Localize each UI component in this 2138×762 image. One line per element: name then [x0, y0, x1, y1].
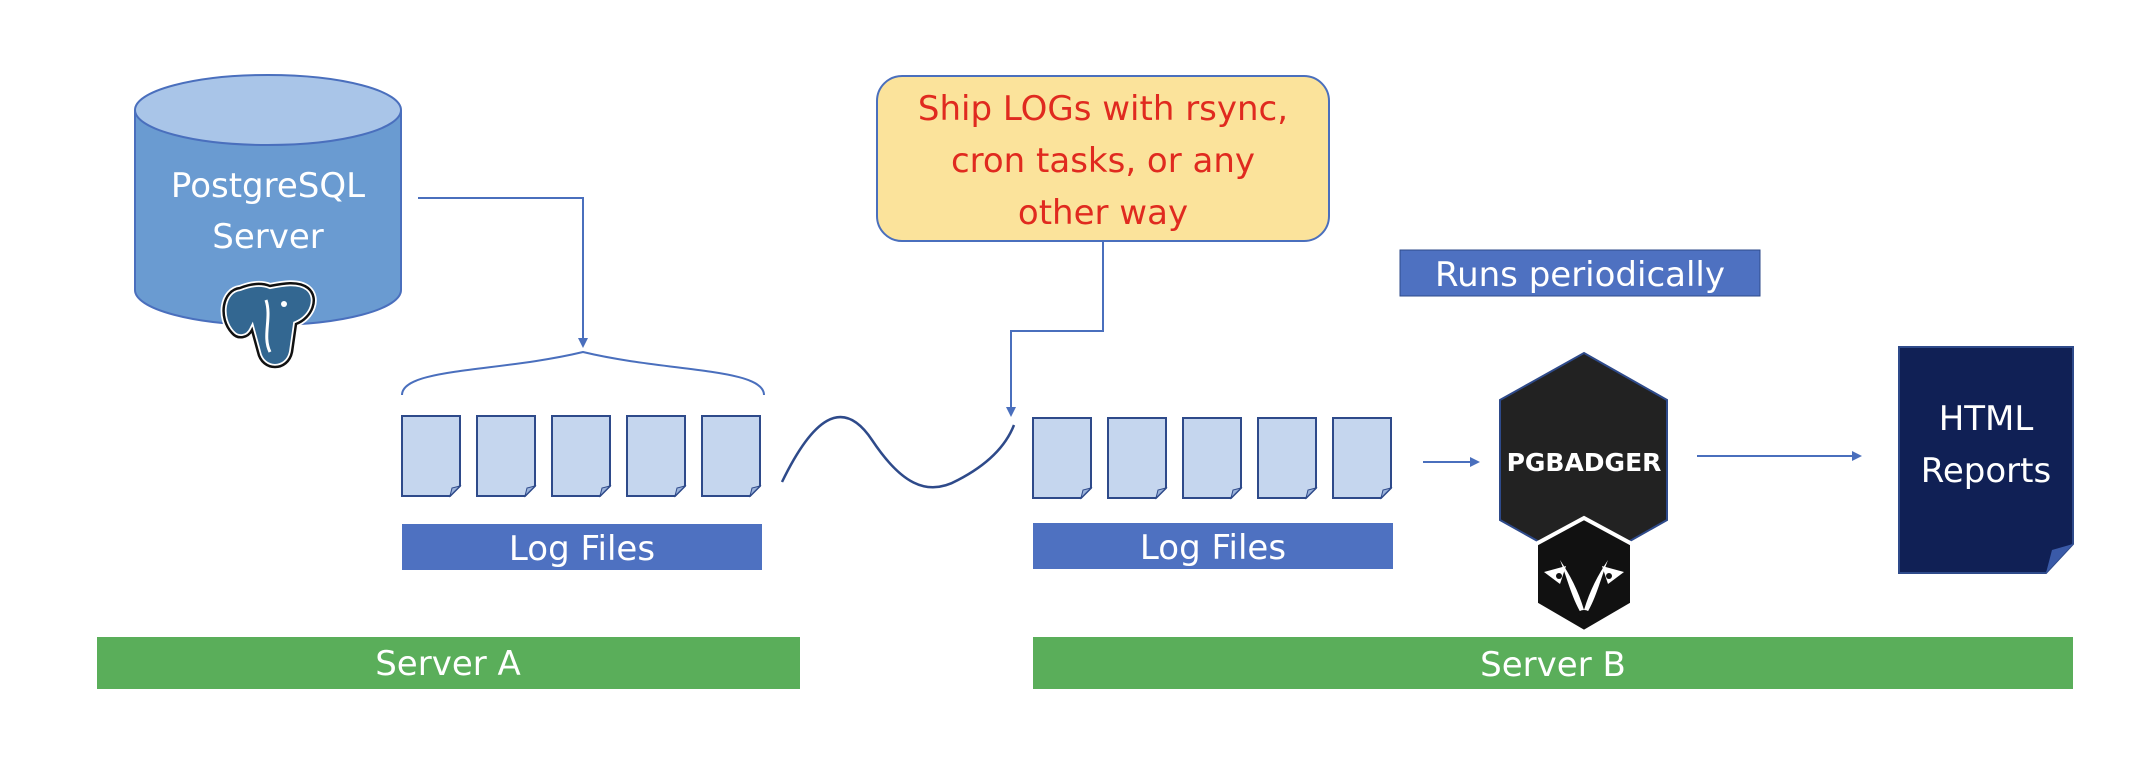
- schedule-label: Runs periodically: [1399, 249, 1761, 297]
- log-file-icon: [551, 415, 611, 497]
- html-reports-document: HTML Reports: [1898, 346, 2074, 574]
- postgresql-elephant-icon: [220, 280, 317, 370]
- log-file-icon: [1332, 417, 1392, 499]
- pgbadger-label: PGBADGER: [1507, 448, 1662, 477]
- log-file-fold: [449, 485, 462, 498]
- log-file-fold: [1230, 487, 1243, 500]
- server-b-log-files-label: Log Files: [1033, 523, 1393, 569]
- log-file-fold: [1155, 487, 1168, 500]
- log-file-icon: [626, 415, 686, 497]
- server-a-label: Server A: [375, 644, 521, 684]
- log-file-icon: [1032, 417, 1092, 499]
- server-a-bar: Server A: [97, 637, 800, 689]
- log-file-fold: [1380, 487, 1393, 500]
- badger-icon: [1534, 515, 1634, 635]
- db-to-logs-arrow: [418, 197, 588, 348]
- log-file-fold: [674, 485, 687, 498]
- schedule-text: Runs periodically: [1435, 255, 1725, 295]
- shipping-note-line1: Ship LOGs with rsync,: [918, 89, 1288, 129]
- log-file-icon: [476, 415, 536, 497]
- log-file-icon: [701, 415, 761, 497]
- note-to-logs-arrow: [1006, 241, 1104, 417]
- log-file-fold: [524, 485, 537, 498]
- server-b-log-files-text: Log Files: [1140, 528, 1286, 568]
- log-file-icon: [1107, 417, 1167, 499]
- shipping-note-line3: other way: [1018, 193, 1188, 233]
- server-a-log-files-text: Log Files: [509, 529, 655, 569]
- database-cylinder-top: [134, 74, 402, 146]
- server-a-log-files: [401, 415, 762, 498]
- log-file-fold: [749, 485, 762, 498]
- server-b-bar: Server B: [1033, 637, 2073, 689]
- reports-line2: Reports: [1921, 451, 2051, 491]
- log-file-fold: [1305, 487, 1318, 500]
- log-file-icon: [1257, 417, 1317, 499]
- log-shipping-wave: [780, 416, 1016, 489]
- log-files-brace: [401, 350, 765, 396]
- server-b-label: Server B: [1480, 645, 1626, 685]
- log-file-fold: [599, 485, 612, 498]
- log-file-icon: [1182, 417, 1242, 499]
- log-file-fold: [1080, 487, 1093, 500]
- server-b-log-files: [1032, 417, 1393, 500]
- shipping-note-line2: cron tasks, or any: [951, 141, 1255, 181]
- database-label-line2: Server: [212, 217, 324, 257]
- shipping-note: Ship LOGs with rsync, cron tasks, or any…: [876, 75, 1330, 242]
- server-a-log-files-label: Log Files: [402, 524, 762, 570]
- log-file-icon: [401, 415, 461, 497]
- database-label-line1: PostgreSQL: [171, 166, 365, 206]
- postgresql-server: PostgreSQL Server: [134, 74, 402, 326]
- reports-line1: HTML: [1939, 399, 2034, 439]
- pgbadger-tool: PGBADGER: [1499, 351, 1668, 569]
